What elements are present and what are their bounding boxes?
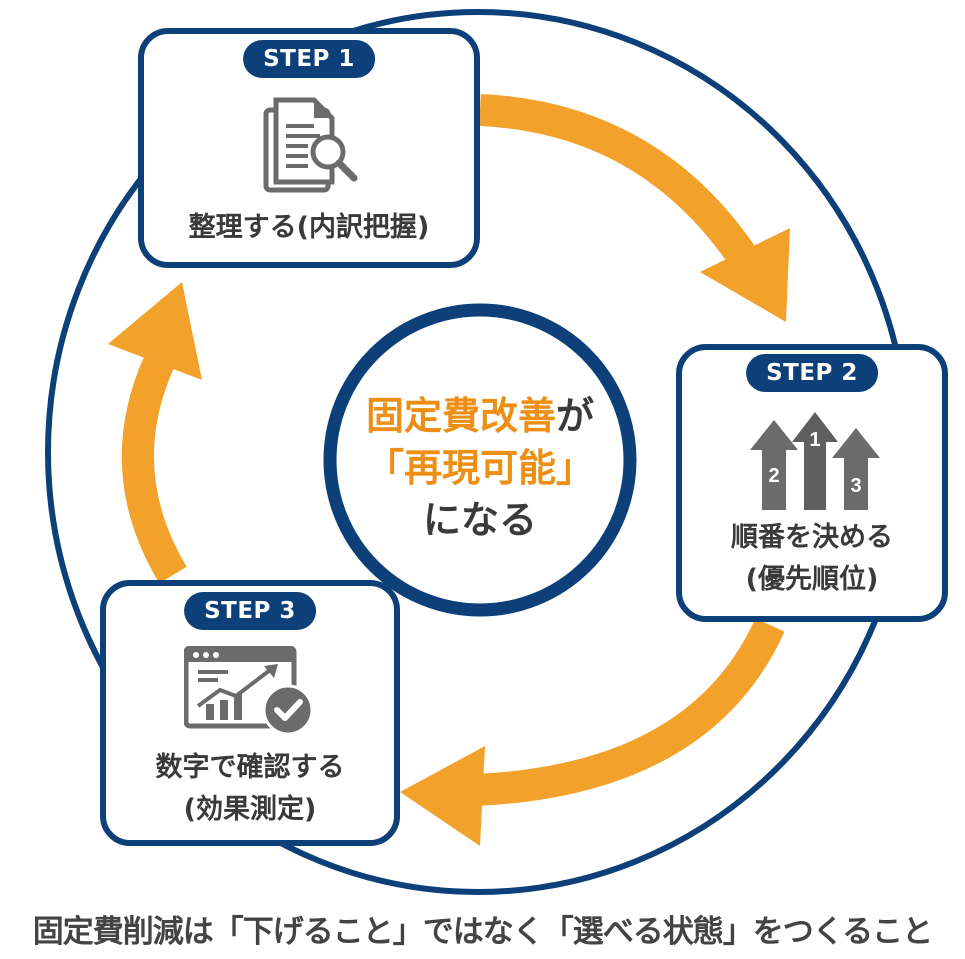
center-line-1: 固定費改善が [365,394,595,438]
chart-check-icon [184,646,314,736]
step-3-card: STEP 3 数字で確認する (効果測定) [100,580,400,846]
step-1-card: STEP 1 整理する(内訳把握) [138,28,480,268]
step-1-badge: STEP 1 [243,40,375,78]
center-line-2: 「再現可能」 [365,446,594,490]
step-2-subtitle: (優先順位) [745,564,879,595]
step-1-title: 整理する(内訳把握) [188,212,430,243]
document-search-icon [263,97,358,193]
ranked-arrows-icon: 2 1 3 [750,412,880,510]
step-3-subtitle: (効果測定) [183,794,317,825]
footer-caption: 固定費削減は「下げること」ではなく「選べる状態」をつくること [32,914,933,950]
rank-number-2: 2 [768,465,779,487]
rank-number-3: 3 [850,475,861,497]
step-3-badge: STEP 3 [184,592,316,630]
arrow-step2-to-step3 [400,618,785,846]
center-line-3: になる [422,498,537,542]
step-2-card: STEP 2 2 1 3 順番を決める (優先順位) [676,344,948,622]
rank-number-1: 1 [809,429,820,451]
center-highlight: 固定費改善 [365,394,556,438]
step-3-title: 数字で確認する [155,752,345,783]
center-message: 固定費改善が 「再現可能」 になる [332,390,628,546]
arrow-step3-to-step1 [108,282,202,584]
center-circle [323,303,637,617]
arrow-step1-to-step2 [479,94,790,322]
step-2-badge: STEP 2 [746,354,878,392]
step-2-title: 順番を決める [731,522,893,553]
